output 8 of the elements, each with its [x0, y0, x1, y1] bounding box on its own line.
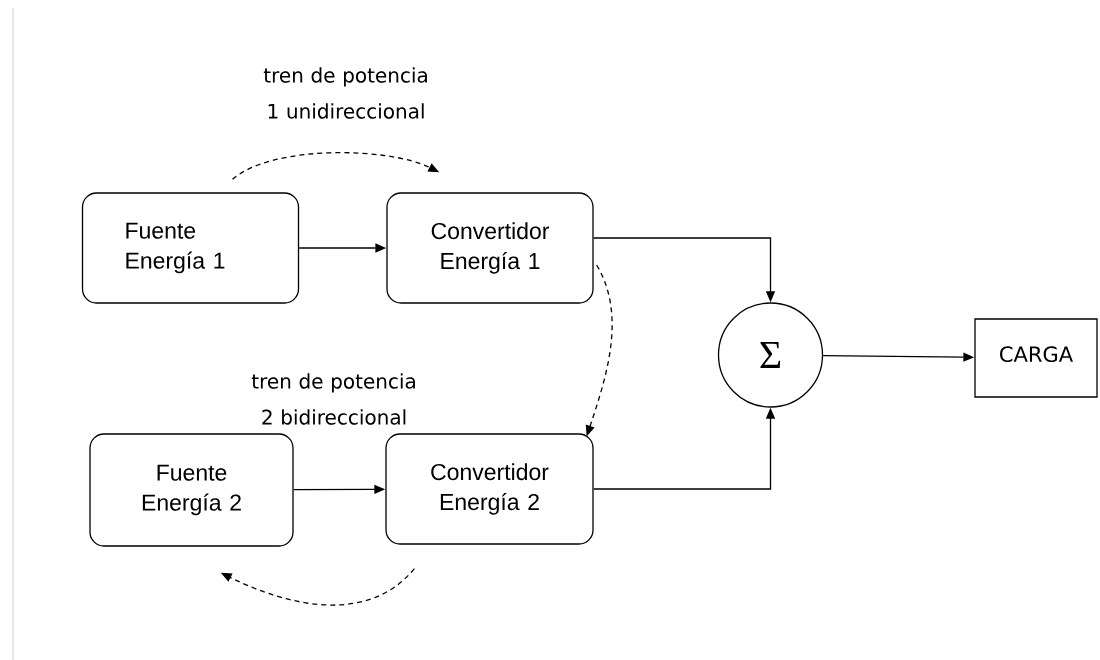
annotation-text: tren de potencia 1 unidireccional — [263, 67, 427, 119]
annotation-text: tren de potencia 2 bidireccional — [251, 373, 415, 425]
summing-junction: Σ — [717, 302, 824, 408]
process-box: Fuente Energía 1 — [81, 192, 300, 304]
process-box: Fuente Energía 2 — [89, 433, 294, 547]
load-box: CARGA — [974, 318, 1098, 398]
process-box: Convertidor Energía 2 — [385, 433, 594, 545]
process-box: Convertidor Energía 1 — [386, 192, 594, 304]
